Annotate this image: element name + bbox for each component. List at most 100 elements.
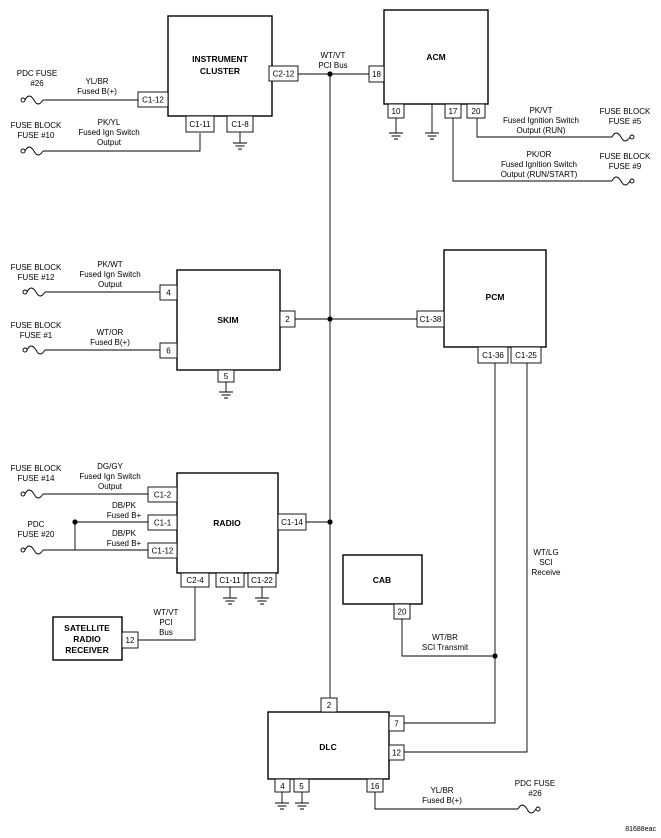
fuse-icon bbox=[611, 132, 635, 142]
fuse-icon bbox=[20, 146, 44, 156]
pin-label: 10 bbox=[392, 107, 401, 116]
wire-label: PK/VT bbox=[529, 106, 552, 115]
ground-icon bbox=[255, 597, 269, 605]
fuse-label: FUSE BLOCK bbox=[11, 121, 62, 130]
fuse-label: FUSE BLOCK bbox=[600, 107, 651, 116]
ground-icon bbox=[295, 802, 309, 810]
fuse-label: FUSE #5 bbox=[609, 117, 642, 126]
dlc-module: DLC bbox=[267, 711, 390, 780]
wire-label: PCI Bus bbox=[318, 61, 347, 70]
pin-label: 6 bbox=[166, 347, 171, 356]
wire-label: DB/PK bbox=[112, 529, 137, 538]
satellite-pci-wire bbox=[138, 587, 196, 641]
wire-labels: WT/VT PCI Bus YL/BR Fused B(+) PK/YL Fus… bbox=[77, 51, 579, 805]
pcm-module: PCM bbox=[443, 249, 547, 348]
pin-label: 18 bbox=[372, 70, 381, 79]
pcm-sci-transmit-wire bbox=[390, 363, 496, 724]
ic-pk-yl-wire bbox=[43, 133, 201, 152]
fuse-label: FUSE #12 bbox=[18, 273, 55, 282]
fuse-icon bbox=[22, 345, 46, 355]
wire-label: Output bbox=[97, 138, 122, 147]
module-label: RECEIVER bbox=[65, 645, 108, 655]
wire-label: WT/VT bbox=[154, 608, 179, 617]
pin-label: C1-8 bbox=[231, 120, 249, 129]
module-label: CLUSTER bbox=[200, 66, 240, 76]
pin-label: C1-36 bbox=[482, 351, 504, 360]
module-label: CAB bbox=[373, 575, 391, 585]
module-label: RADIO bbox=[213, 518, 241, 528]
pin-label: C1-1 bbox=[154, 519, 172, 528]
fuse-label: #26 bbox=[528, 789, 542, 798]
fuse-symbols bbox=[20, 95, 635, 814]
pin-label: 2 bbox=[327, 701, 332, 710]
pin-label: C1-2 bbox=[154, 491, 172, 500]
pin-label: 4 bbox=[166, 289, 171, 298]
splices bbox=[72, 71, 498, 659]
radio-module: RADIO bbox=[176, 472, 279, 574]
pin-label: 12 bbox=[126, 636, 135, 645]
wire-label: SCI Transmit bbox=[422, 643, 469, 652]
pin-label: 17 bbox=[449, 107, 458, 116]
acm-module: ACM bbox=[383, 9, 489, 105]
module-label: SATELLITE bbox=[64, 623, 110, 633]
fuse-label: FUSE #9 bbox=[609, 162, 642, 171]
module-label: PCM bbox=[486, 292, 505, 302]
wire-label: Fused Ign Switch bbox=[79, 472, 140, 481]
fuse-label: FUSE #20 bbox=[18, 530, 55, 539]
wire-label: Fused Ign Switch bbox=[79, 270, 140, 279]
pin-label: C1-12 bbox=[142, 96, 164, 105]
wire-label: Bus bbox=[159, 628, 173, 637]
pin-label: 16 bbox=[371, 782, 380, 791]
wire-label: SCI bbox=[539, 558, 552, 567]
wire-label: WT/LG bbox=[533, 548, 558, 557]
pin-label: 4 bbox=[280, 782, 285, 791]
wire-label: Output bbox=[98, 482, 123, 491]
fuse-icon bbox=[611, 176, 635, 186]
pin-label: C1-11 bbox=[219, 576, 241, 585]
satellite-radio-receiver-module: SATELLITE RADIO RECEIVER bbox=[52, 616, 123, 661]
wire-label: Receive bbox=[532, 568, 561, 577]
wires bbox=[43, 73, 612, 810]
pcm-sci-receive-wire bbox=[390, 363, 528, 753]
module-label: DLC bbox=[319, 742, 336, 752]
wire-label: YL/BR bbox=[85, 77, 108, 86]
fuse-label: #26 bbox=[30, 79, 44, 88]
pin-label: 12 bbox=[392, 749, 401, 758]
wire-label: PK/WT bbox=[97, 260, 122, 269]
cab-module: CAB bbox=[342, 554, 423, 605]
fuse-icon bbox=[20, 489, 44, 499]
fuse-icon bbox=[20, 545, 44, 555]
wire-label: Output (RUN/START) bbox=[501, 170, 578, 179]
wire-label: Fused Ignition Switch bbox=[501, 160, 577, 169]
wire-label: Output (RUN) bbox=[517, 126, 566, 135]
pin-label: C2-12 bbox=[273, 70, 295, 79]
wire-label: Fused B+ bbox=[107, 539, 142, 548]
pin-label: C2-4 bbox=[186, 576, 204, 585]
acm-pk-or-wire bbox=[452, 118, 612, 182]
fuse-icon bbox=[517, 804, 541, 814]
ground-icon bbox=[389, 132, 403, 140]
splice-dot bbox=[327, 519, 333, 525]
ground-icon bbox=[219, 391, 233, 399]
dlc-yl-br-wire bbox=[374, 792, 518, 810]
fuse-label: FUSE BLOCK bbox=[11, 321, 62, 330]
wire-label: WT/OR bbox=[97, 328, 124, 337]
wire-label: Fused B(+) bbox=[77, 87, 117, 96]
wire-label: Fused Ign Switch bbox=[78, 128, 139, 137]
pin-label: 5 bbox=[299, 782, 304, 791]
fuse-label: FUSE BLOCK bbox=[11, 263, 62, 272]
wire-label: DB/PK bbox=[112, 501, 137, 510]
pin-label: 20 bbox=[472, 107, 481, 116]
module-label: INSTRUMENT bbox=[192, 54, 249, 64]
wire-label: PK/YL bbox=[98, 118, 121, 127]
wire-label: WT/BR bbox=[432, 633, 458, 642]
splice-dot bbox=[327, 316, 333, 322]
ground-icon bbox=[275, 802, 289, 810]
ground-icon bbox=[223, 597, 237, 605]
skim-module: SKIM bbox=[176, 269, 281, 371]
module-label: SKIM bbox=[217, 315, 238, 325]
cab-sci-wire bbox=[401, 619, 495, 657]
acm-pk-vt-wire bbox=[476, 118, 612, 138]
fuse-label: FUSE #14 bbox=[18, 474, 55, 483]
fuse-label: PDC bbox=[28, 520, 45, 529]
